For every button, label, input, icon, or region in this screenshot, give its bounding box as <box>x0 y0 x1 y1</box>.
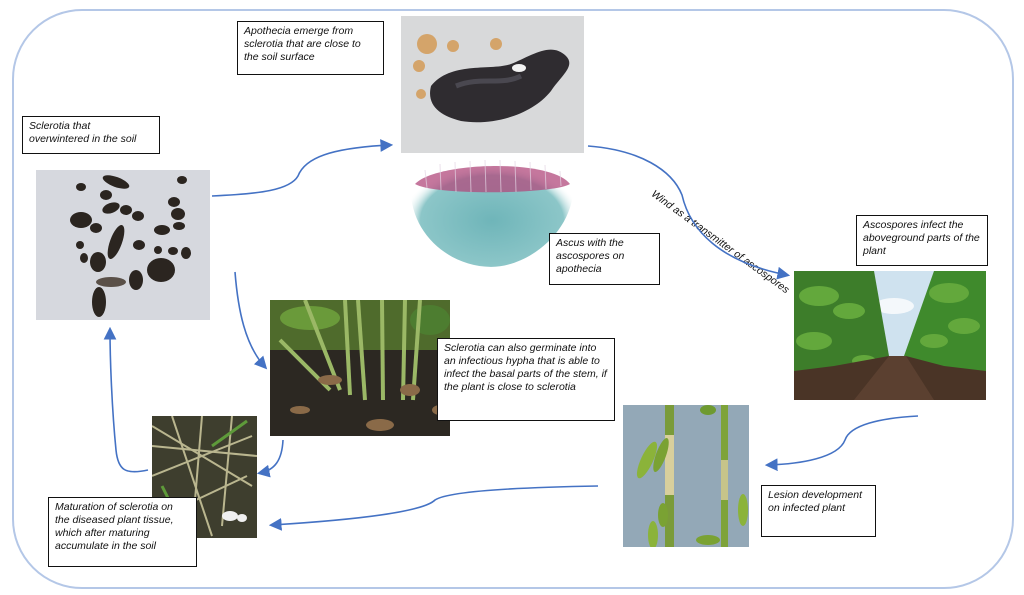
label-hypha: Sclerotia can also germinate into an inf… <box>437 338 615 421</box>
ascus-micrograph <box>405 154 577 269</box>
label-sclerotia-soil: Sclerotia that overwintered in the soil <box>22 116 160 154</box>
sclerotia-photo <box>36 170 210 320</box>
diseased-tissue-photo <box>152 416 257 538</box>
label-infection: Ascospores infect the aboveground parts … <box>856 215 988 266</box>
apothecia-photo <box>401 16 584 153</box>
label-lesion: Lesion development on infected plant <box>761 485 876 537</box>
soybean-field-photo <box>794 271 986 400</box>
label-apothecia: Apothecia emerge from sclerotia that are… <box>237 21 384 75</box>
label-maturation: Maturation of sclerotia on the diseased … <box>48 497 197 567</box>
stem-lesion-photo <box>623 405 749 547</box>
label-ascus: Ascus with the ascospores on apothecia <box>549 233 660 285</box>
cycle-frame <box>12 9 1014 589</box>
basal-stem-photo <box>270 300 450 436</box>
